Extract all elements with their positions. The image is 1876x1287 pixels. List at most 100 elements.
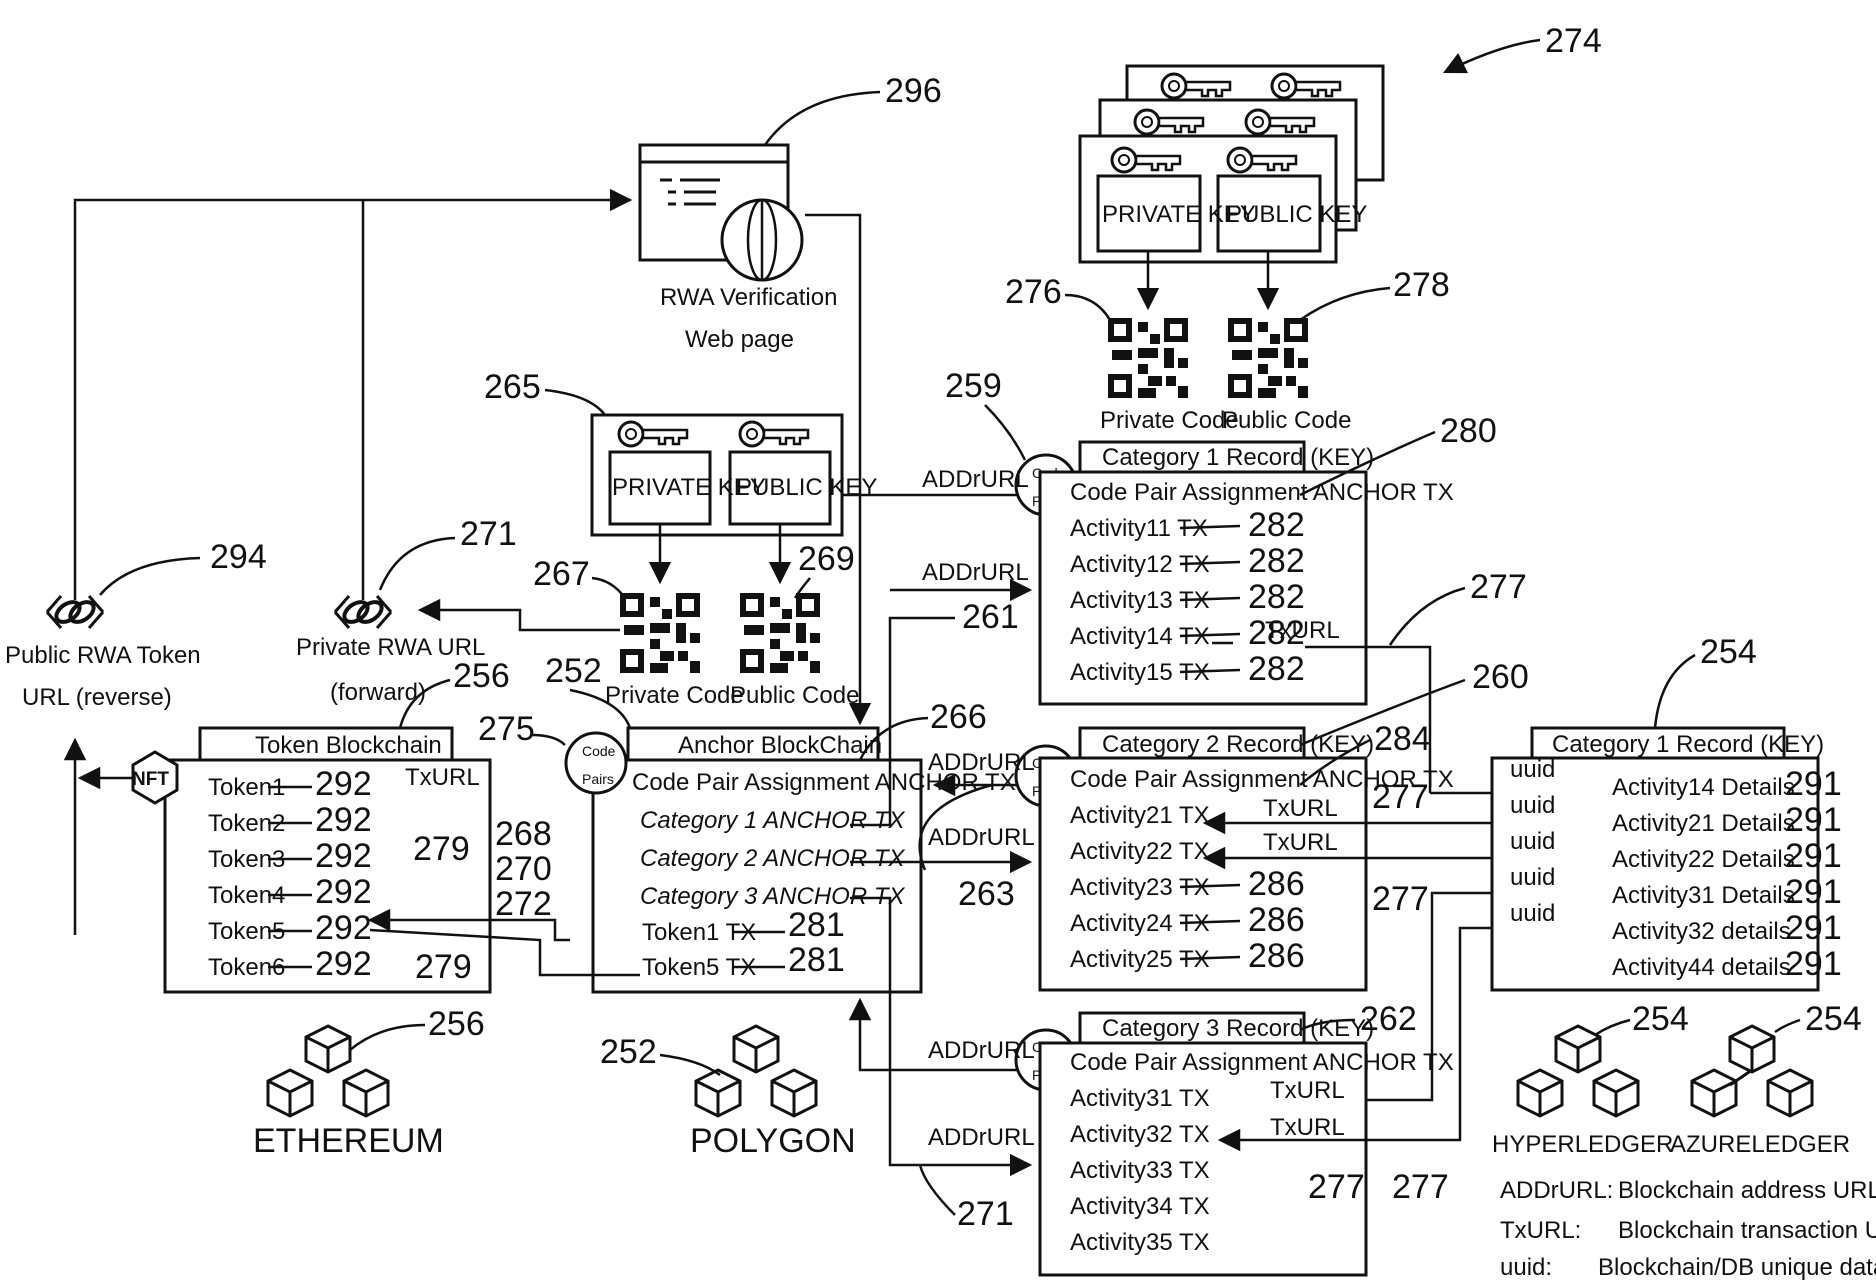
web-page-subtitle: Web page	[685, 326, 794, 353]
addrurl-label: ADDrURL	[928, 1037, 1035, 1064]
qr-code-public	[740, 593, 820, 673]
ref-256-top: 256	[453, 657, 510, 695]
ref-265: 265	[484, 368, 541, 406]
anchor-row-label: Category 1 ANCHOR TX	[640, 807, 906, 834]
leader-271	[380, 538, 455, 590]
details-row-label: Activity22 Details	[1612, 846, 1795, 873]
private-code-label: Private Code	[605, 682, 744, 709]
qr-code-private-top	[1108, 318, 1188, 398]
ref-291: 291	[1785, 873, 1842, 911]
activity-row-label: Code Pair Assignment ANCHOR TX	[1070, 1049, 1454, 1076]
figure-number: 274	[1545, 22, 1602, 60]
public-url-label-2: URL (reverse)	[22, 684, 172, 711]
leader-276	[1065, 295, 1110, 320]
txurl-label: TxURL	[405, 764, 480, 791]
ref-284: 284	[1374, 720, 1431, 758]
ref-292: 292	[315, 837, 372, 875]
ref-281: 281	[788, 941, 845, 979]
ref-271-bottom: 271	[957, 1195, 1014, 1233]
ethereum-logo-icon	[268, 1026, 388, 1116]
ref-275: 275	[478, 710, 535, 748]
leader-296	[765, 92, 880, 145]
txurl-label: TxURL	[1270, 1077, 1345, 1104]
web-page-title: RWA Verification	[660, 284, 837, 311]
ref-277: 277	[1372, 778, 1429, 816]
svg-text:NFT: NFT	[132, 769, 169, 790]
leader-254b	[1595, 1020, 1630, 1035]
activity-row-label: Activity21 TX	[1070, 802, 1210, 829]
activity-row-label: Activity31 TX	[1070, 1085, 1210, 1112]
arrow-qr-to-private-url	[420, 610, 620, 630]
ref-260: 260	[1472, 658, 1529, 696]
ref-252-bottom: 252	[600, 1033, 657, 1071]
ref-277-top: 277	[1470, 568, 1527, 606]
ref-291: 291	[1785, 909, 1842, 947]
leader-259	[985, 405, 1025, 460]
private-url-link-icon	[335, 596, 391, 628]
cat2-title: Category 2 Record (KEY)	[1102, 731, 1374, 758]
ref-activity: 286	[1248, 901, 1305, 939]
public-code-label: Public Code	[730, 682, 859, 709]
ref-276: 276	[1005, 273, 1062, 311]
uuid-label: uuid	[1510, 864, 1555, 891]
public-key-label: PUBLIC KEY	[736, 474, 877, 501]
link-public-url-to-web	[75, 200, 630, 600]
ref-267: 267	[533, 555, 590, 593]
ref-271-top: 271	[460, 515, 517, 553]
leader-294	[100, 558, 200, 595]
legend-term-addrurl: ADDrURL:	[1500, 1177, 1613, 1204]
ref-279: 279	[415, 948, 472, 986]
activity-row-label: Activity35 TX	[1070, 1229, 1210, 1256]
ref-277: 277	[1392, 1168, 1449, 1206]
public-key-label-top: PUBLIC KEY	[1226, 201, 1367, 228]
ref-277: 277	[1308, 1168, 1365, 1206]
ref-272: 272	[495, 885, 552, 923]
ref-270: 270	[495, 850, 552, 888]
activity-row-label: Activity32 TX	[1070, 1121, 1210, 1148]
ref-291: 291	[1785, 945, 1842, 983]
ref-266: 266	[930, 698, 987, 736]
details-title: Category 1 Record (KEY)	[1552, 731, 1824, 758]
hyperledger-label: HYPERLEDGER	[1492, 1131, 1673, 1158]
addrurl-label: ADDrURL	[922, 559, 1029, 586]
ref-291: 291	[1785, 801, 1842, 839]
uuid-label: uuid	[1510, 900, 1555, 927]
ref-254-top: 254	[1700, 633, 1757, 671]
activity-row-label: Activity34 TX	[1070, 1193, 1210, 1220]
ref-254: 254	[1632, 1000, 1689, 1038]
uuid-label: uuid	[1510, 756, 1555, 783]
uuid-label: uuid	[1510, 792, 1555, 819]
ref-259: 259	[945, 367, 1002, 405]
token-chain-title: Token Blockchain	[255, 732, 442, 759]
legend-def-txurl: Blockchain transaction URL	[1618, 1217, 1876, 1244]
legend-def-uuid: Blockchain/DB unique data identifier	[1598, 1254, 1876, 1281]
legend-term-uuid: uuid:	[1500, 1254, 1552, 1281]
public-url-label-1: Public RWA Token	[5, 642, 201, 669]
txurl-label: TxURL	[1270, 1114, 1345, 1141]
ref-261: 261	[962, 598, 1019, 636]
ref-291: 291	[1785, 765, 1842, 803]
ref-280: 280	[1440, 412, 1497, 450]
ref-296: 296	[885, 72, 942, 110]
ref-activity: 282	[1248, 650, 1305, 688]
leader-275	[532, 735, 565, 745]
details-row-label: Activity14 Details	[1612, 774, 1795, 801]
ref-269: 269	[798, 540, 855, 578]
ref-292: 292	[315, 909, 372, 947]
leader-256b	[350, 1025, 425, 1050]
ref-278: 278	[1393, 266, 1450, 304]
ref-291: 291	[1785, 837, 1842, 875]
public-url-link-icon	[47, 596, 103, 628]
leader-271b	[920, 1165, 955, 1215]
legend-term-txurl: TxURL:	[1500, 1217, 1581, 1244]
activity-row-label: Activity22 TX	[1070, 838, 1210, 865]
anchor-chain-title: Anchor BlockChain	[678, 732, 882, 759]
svg-text:Pairs: Pairs	[582, 771, 614, 787]
ref-292: 292	[315, 801, 372, 839]
web-page-icon	[640, 145, 802, 280]
ref-263: 263	[958, 875, 1015, 913]
ref-277: 277	[1372, 880, 1429, 918]
cat1-title: Category 1 Record (KEY)	[1102, 444, 1374, 471]
ref-256-bottom: 256	[428, 1005, 485, 1043]
